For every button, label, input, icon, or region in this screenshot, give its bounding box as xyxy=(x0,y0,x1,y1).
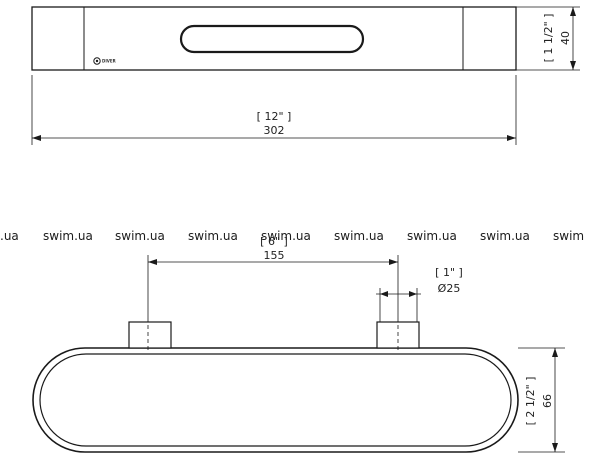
bottom-height-metric: 66 xyxy=(541,394,554,408)
bottom-body-outer xyxy=(32,347,519,453)
spacing-imperial: [ 6" ] xyxy=(260,235,288,248)
watermark-row: .ua swim.ua swim.ua swim.ua swim.ua swim… xyxy=(0,229,584,243)
bottom-height-imperial: [ 2 1/2" ] xyxy=(524,377,537,426)
bottom-view xyxy=(32,318,519,453)
diameter-dimension xyxy=(376,288,421,322)
watermark-text: swim.ua xyxy=(43,229,93,243)
spacing-metric: 155 xyxy=(264,249,285,262)
watermark-text: swim.ua xyxy=(407,229,457,243)
watermark-text: swim.ua xyxy=(261,229,311,243)
bottom-height-dimension xyxy=(518,347,565,453)
brand-logo-icon xyxy=(93,57,101,65)
left-connector xyxy=(128,321,172,349)
brand-mark: DIVER xyxy=(102,59,116,64)
watermark-text: swim.ua xyxy=(115,229,165,243)
diameter-imperial: [ 1" ] xyxy=(435,266,463,279)
watermark-text: swim.ua xyxy=(334,229,384,243)
top-height-dimension xyxy=(516,6,580,71)
top-length-imperial: [ 12" ] xyxy=(257,110,292,123)
top-length-metric: 302 xyxy=(264,124,285,137)
diameter-metric: Ø25 xyxy=(438,282,461,295)
watermark-text: swim.ua xyxy=(480,229,530,243)
top-length-dimension xyxy=(31,75,517,145)
watermark-text: swim.ua xyxy=(188,229,238,243)
watermark-partial-left: .ua xyxy=(0,229,19,243)
top-view xyxy=(31,6,517,71)
watermark-partial-right: swim xyxy=(553,229,584,243)
bottom-body-inner xyxy=(39,353,512,447)
top-height-metric: 40 xyxy=(559,31,572,45)
top-height-imperial: [ 1 1/2" ] xyxy=(542,14,555,63)
control-slot xyxy=(179,24,365,54)
top-body-outline xyxy=(31,6,517,71)
spacing-dimension xyxy=(147,255,399,318)
